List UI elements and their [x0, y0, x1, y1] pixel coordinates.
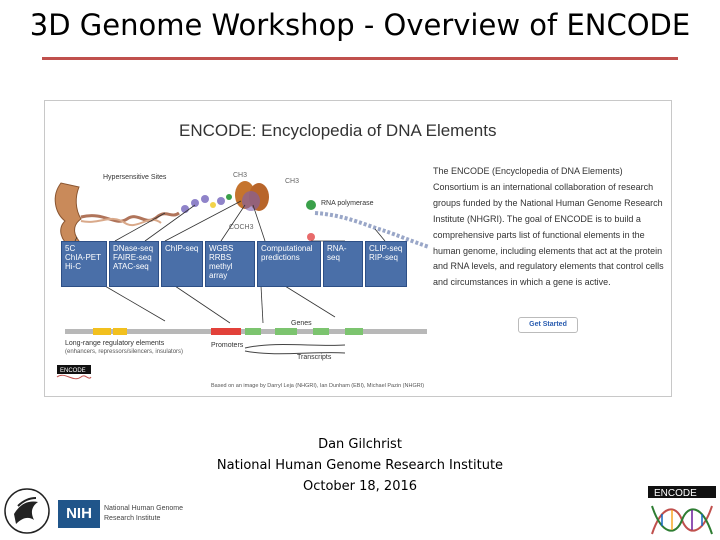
assay-text: FAIRE-seq [113, 253, 152, 262]
rnapol-label: RNA polymerase [321, 200, 374, 207]
assay-text: CLIP-seq [369, 244, 403, 253]
assay-text: ChIP-seq [165, 244, 199, 253]
transcripts-label: Transcripts [297, 354, 332, 361]
presenter-org: National Human Genome Research Institute [216, 458, 504, 473]
figure-credit: Based on an image by Darryl Leja (NHGRI)… [211, 383, 424, 389]
encode-description: The ENCODE (Encyclopedia of DNA Elements… [433, 166, 664, 288]
coch3-label: COCH3 [229, 224, 254, 231]
assay-text: RIP-seq [369, 253, 398, 262]
ch3-label-b: CH3 [285, 178, 299, 185]
assay-box-wgbs: WGBS RRBS methyl array [205, 241, 255, 287]
presenter-name: Dan Gilchrist [318, 437, 402, 452]
assay-box-5c: 5C ChIA-PET Hi-C [61, 241, 107, 287]
dna-strand [314, 211, 430, 249]
get-started-button[interactable]: Get Started [518, 317, 578, 333]
hhs-eagle-logo [4, 488, 50, 534]
assay-text: RRBS [209, 253, 232, 262]
assay-text: ATAC-seq [113, 262, 149, 271]
title-divider [42, 57, 678, 60]
assay-text: ChIA-PET [65, 253, 102, 262]
encode-logo-text: ENCODE [654, 488, 697, 499]
figure-heading: ENCODE: Encyclopedia of DNA Elements [179, 121, 497, 140]
presenter-block: Dan Gilchrist National Human Genome Rese… [0, 434, 720, 497]
assay-text: Hi-C [65, 262, 81, 271]
assay-box-dnase: DNase-seq FAIRE-seq ATAC-seq [109, 241, 159, 287]
assay-text: predictions [261, 253, 300, 262]
assay-text: DNase-seq [113, 244, 154, 253]
hypersensitive-label: Hypersensitive Sites [103, 174, 167, 181]
nih-name-line2: Research Institute [104, 515, 161, 522]
nucleosome-beads [181, 194, 232, 213]
promoters-label: Promoters [211, 342, 244, 349]
assay-text: WGBS [209, 244, 234, 253]
encode-overview-figure: ENCODE: Encyclopedia of DNA Elements CH3… [44, 100, 672, 397]
assay-box-clip: CLIP-seq RIP-seq [365, 241, 407, 287]
mini-encode-logo: ENCODE [60, 368, 86, 374]
nih-logo: NIH [58, 500, 100, 528]
nih-name-line1: National Human Genome [104, 505, 183, 512]
assay-box-computational: Computational predictions [257, 241, 321, 287]
histone-cluster [235, 181, 269, 211]
presenter-date: October 18, 2016 [302, 479, 418, 494]
encode-logo: ENCODE [648, 486, 716, 535]
chromatin-fiber [80, 211, 180, 223]
assay-text: RNA-seq [327, 244, 347, 262]
genome-illustration: CH3 CH3 COCH3 Hypersensitive Sites RNA p… [54, 172, 430, 389]
assay-box-chip: ChIP-seq [161, 241, 203, 287]
long-range-label: Long-range regulatory elements [65, 340, 165, 347]
genes-label: Genes [291, 320, 312, 327]
slide-title: 3D Genome Workshop - Overview of ENCODE [29, 8, 691, 42]
ch3-label-a: CH3 [233, 172, 247, 179]
long-range-sublabel: (enhancers, repressors/silencers, insula… [65, 349, 183, 355]
nih-institute-name: National Human Genome Research Institute [104, 504, 183, 524]
assay-text: methyl array [209, 262, 233, 280]
assay-text: Computational [261, 244, 313, 253]
assay-box-rnaseq: RNA-seq [323, 241, 363, 287]
assay-text: 5C [65, 244, 76, 253]
